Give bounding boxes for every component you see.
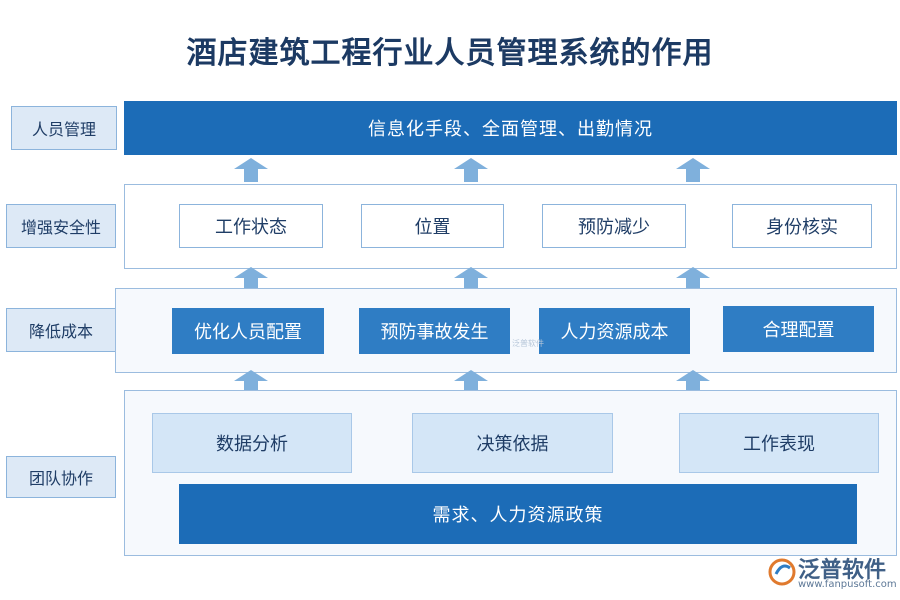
work-status-box: 工作状态 — [179, 204, 323, 248]
reasonable-allocation-box: 合理配置 — [723, 306, 874, 352]
up-arrow-icon — [676, 267, 710, 291]
personnel-management-bar: 信息化手段、全面管理、出勤情况 — [124, 101, 897, 155]
up-arrow-icon — [234, 158, 268, 182]
accident-prevention-box: 预防事故发生 — [359, 308, 510, 354]
up-arrow-icon — [454, 158, 488, 182]
brand-url: www.fanpusoft.com — [798, 579, 897, 590]
work-performance-box: 工作表现 — [679, 413, 879, 473]
optimize-staffing-box: 优化人员配置 — [172, 308, 324, 354]
hr-cost-box: 人力资源成本 — [539, 308, 690, 354]
prevention-box: 预防减少 — [542, 204, 686, 248]
data-analysis-box: 数据分析 — [152, 413, 352, 473]
brand-watermark: 泛普软件 www.fanpusoft.com — [768, 552, 897, 596]
up-arrow-icon — [676, 370, 710, 394]
up-arrow-icon — [234, 370, 268, 394]
up-arrow-icon — [454, 267, 488, 291]
hr-policy-bar: 需求、人力资源政策 — [179, 484, 857, 544]
side-label-cost: 降低成本 — [6, 308, 116, 352]
up-arrow-icon — [676, 158, 710, 182]
center-watermark: 泛普软件 — [512, 339, 544, 348]
brand-logo-icon — [768, 558, 796, 586]
up-arrow-icon — [454, 370, 488, 394]
location-box: 位置 — [361, 204, 504, 248]
decision-basis-box: 决策依据 — [412, 413, 613, 473]
side-label-team: 团队协作 — [6, 456, 116, 498]
up-arrow-icon — [234, 267, 268, 291]
side-label-safety: 增强安全性 — [6, 204, 116, 248]
side-label-personnel: 人员管理 — [11, 106, 117, 150]
diagram-title: 酒店建筑工程行业人员管理系统的作用 — [186, 36, 714, 71]
identity-verification-box: 身份核实 — [732, 204, 872, 248]
brand-name: 泛普软件 — [798, 558, 887, 583]
